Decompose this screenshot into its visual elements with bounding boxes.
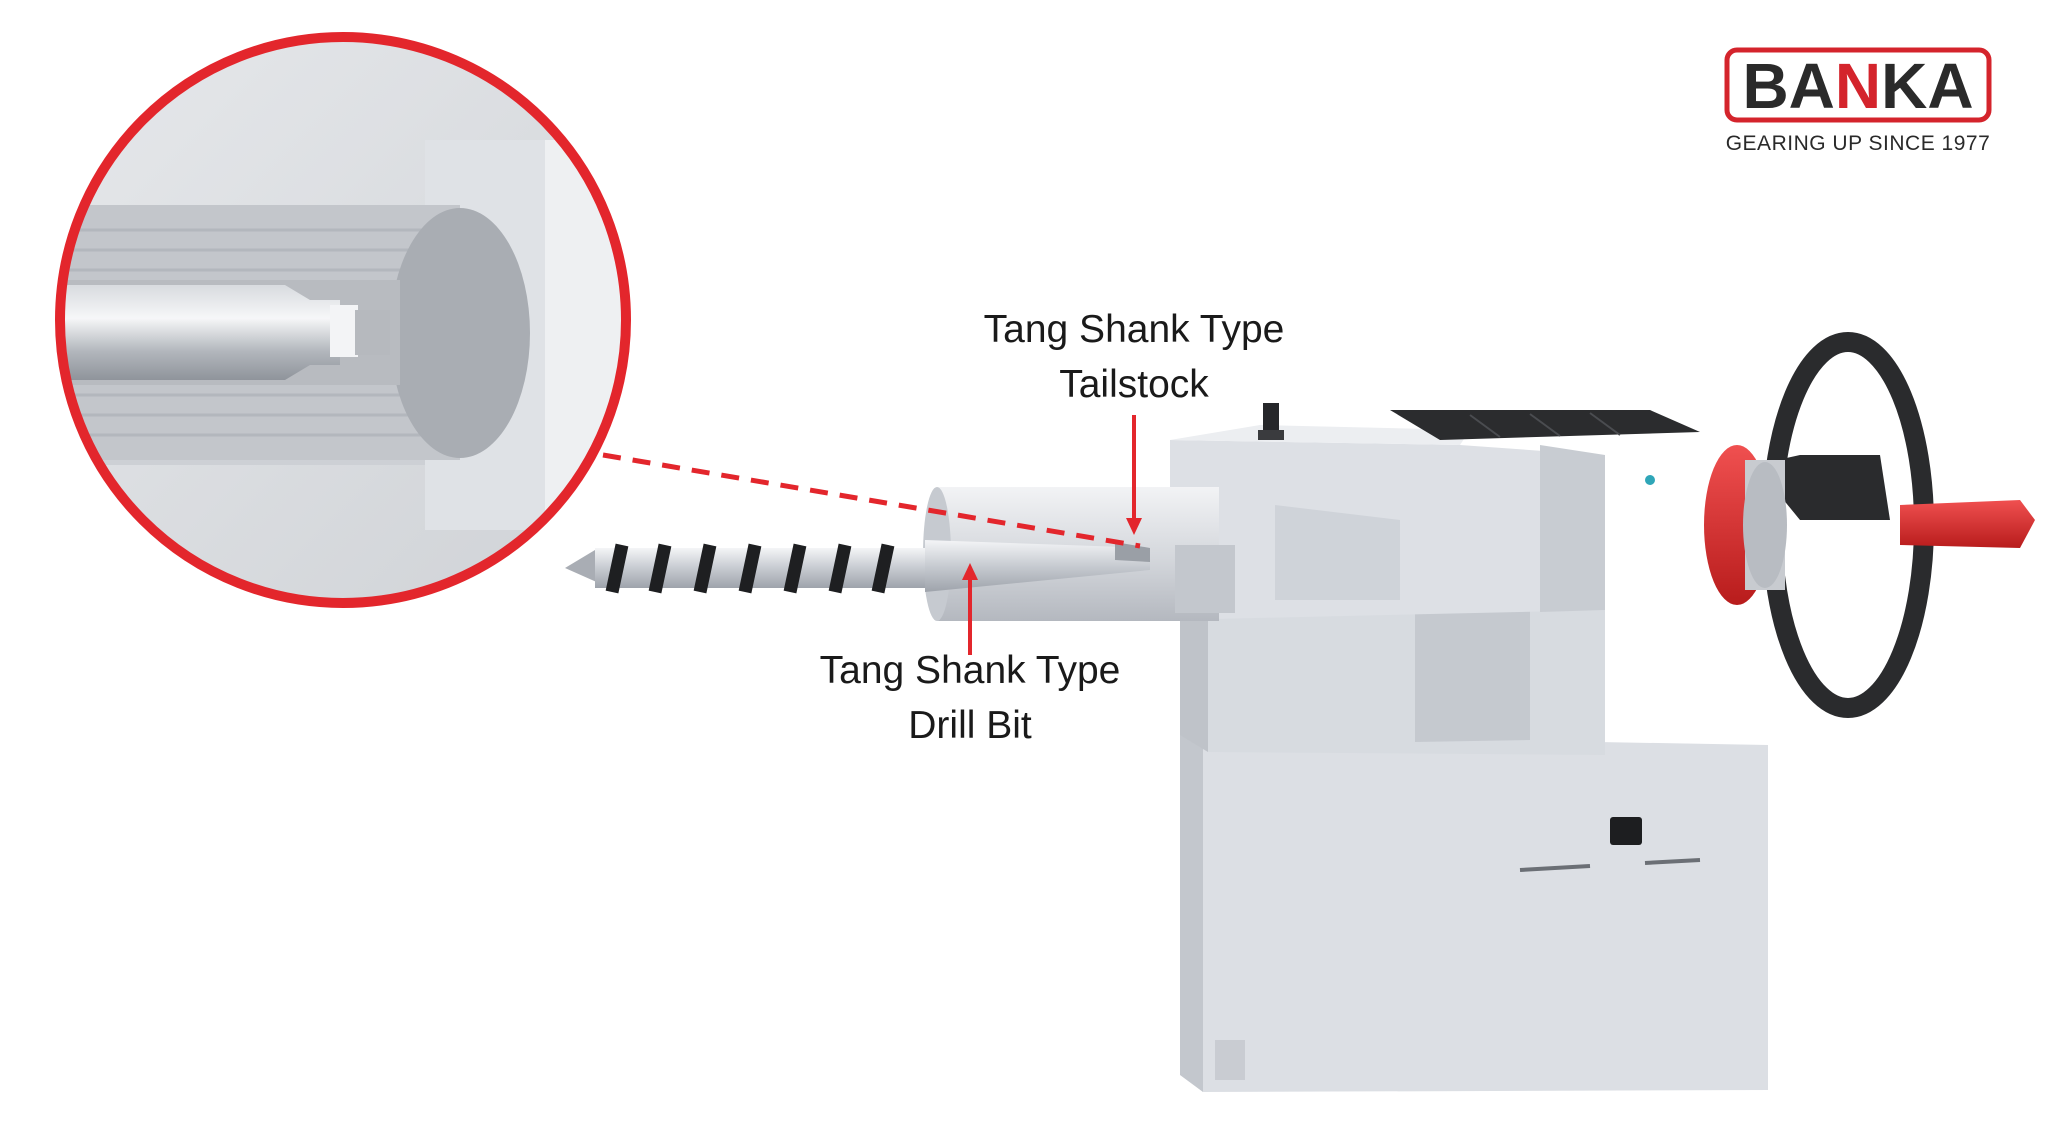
label-tailstock-line1: Tang Shank Type: [984, 308, 1285, 351]
tailstock-quill: [923, 487, 1235, 621]
label-tailstock-line2: Tailstock: [1059, 363, 1209, 406]
tailstock-machine: [565, 332, 2035, 1092]
zoom-detail: [55, 32, 631, 608]
tailstock-base: [1180, 730, 1768, 1092]
logo-tagline: GEARING UP SINCE 1977: [1726, 132, 1991, 155]
zoom-callout-line: [602, 452, 1141, 549]
label-tailstock: Tang Shank Type Tailstock: [984, 308, 1285, 535]
lock-button-icon: [1610, 817, 1642, 845]
brand-logo: BANKA GEARING UP SINCE 1977: [1724, 47, 1992, 155]
zoom-frame: [55, 32, 631, 608]
tailstock-body: [1170, 403, 1700, 755]
label-drillbit-line1: Tang Shank Type: [820, 649, 1121, 692]
indicator-dot-icon: [1645, 475, 1655, 485]
wheel-handle-icon: [1900, 500, 2035, 548]
logo-wordmark: BANKA: [1742, 50, 1973, 122]
label-drillbit-line2: Drill Bit: [908, 704, 1032, 747]
drill-bit: [565, 540, 1150, 594]
handwheel: [1704, 332, 2035, 718]
label-drill-bit: Tang Shank Type Drill Bit: [820, 563, 1121, 747]
